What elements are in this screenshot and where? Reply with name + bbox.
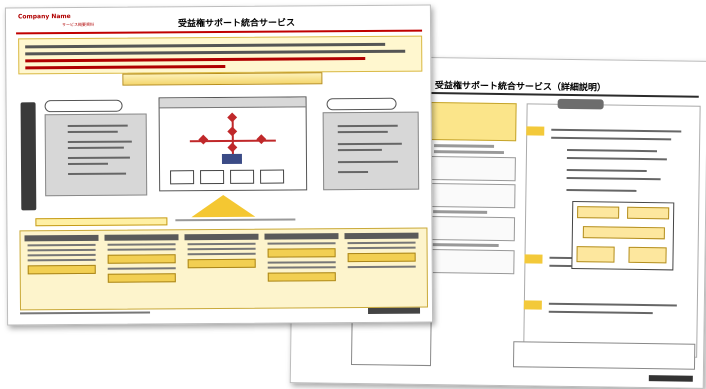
back-flow-diagram	[571, 201, 675, 271]
right-grey-panel	[322, 111, 420, 191]
back-left-column	[428, 102, 517, 277]
back-yellow-tag	[526, 126, 545, 136]
left-grey-panel	[44, 113, 148, 197]
back-white-box	[428, 216, 516, 242]
back-white-box	[429, 156, 516, 182]
pointer-triangle	[191, 194, 256, 218]
back-yellow-box	[430, 102, 517, 142]
back-yellow-tag	[523, 300, 542, 310]
back-company-logo	[648, 375, 693, 382]
service-column	[344, 232, 419, 304]
subtitle-label: サービス概要資料	[61, 21, 95, 28]
services-band	[19, 227, 429, 311]
back-panel-header	[557, 98, 604, 110]
diagram-header	[159, 97, 306, 109]
yellow-note-bar	[35, 217, 168, 227]
title-rule	[16, 29, 423, 35]
back-yellow-tag	[524, 254, 543, 264]
left-section-pill	[44, 99, 123, 113]
center-network-diagram	[158, 96, 308, 192]
right-section-pill	[326, 97, 397, 111]
section-title-bar	[122, 72, 323, 86]
back-main-panel	[523, 98, 701, 358]
service-column	[104, 234, 179, 305]
intro-box	[18, 35, 423, 75]
service-column	[184, 233, 259, 305]
front-company-logo	[368, 307, 421, 314]
service-column	[24, 234, 99, 306]
side-tab	[20, 102, 37, 211]
service-column	[264, 233, 339, 304]
front-document-page: Company Name サービス概要資料 受益権サポート統合サービス	[4, 4, 434, 326]
footer-note	[20, 311, 151, 315]
brand-label: Company Name	[17, 13, 71, 21]
back-white-box	[429, 183, 516, 209]
front-page-title: 受益権サポート統合サービス	[177, 18, 296, 30]
back-page-title: 受益権サポート統合サービス（詳細説明）	[434, 81, 606, 94]
back-white-box	[428, 249, 515, 275]
back-footer-box	[512, 341, 696, 370]
